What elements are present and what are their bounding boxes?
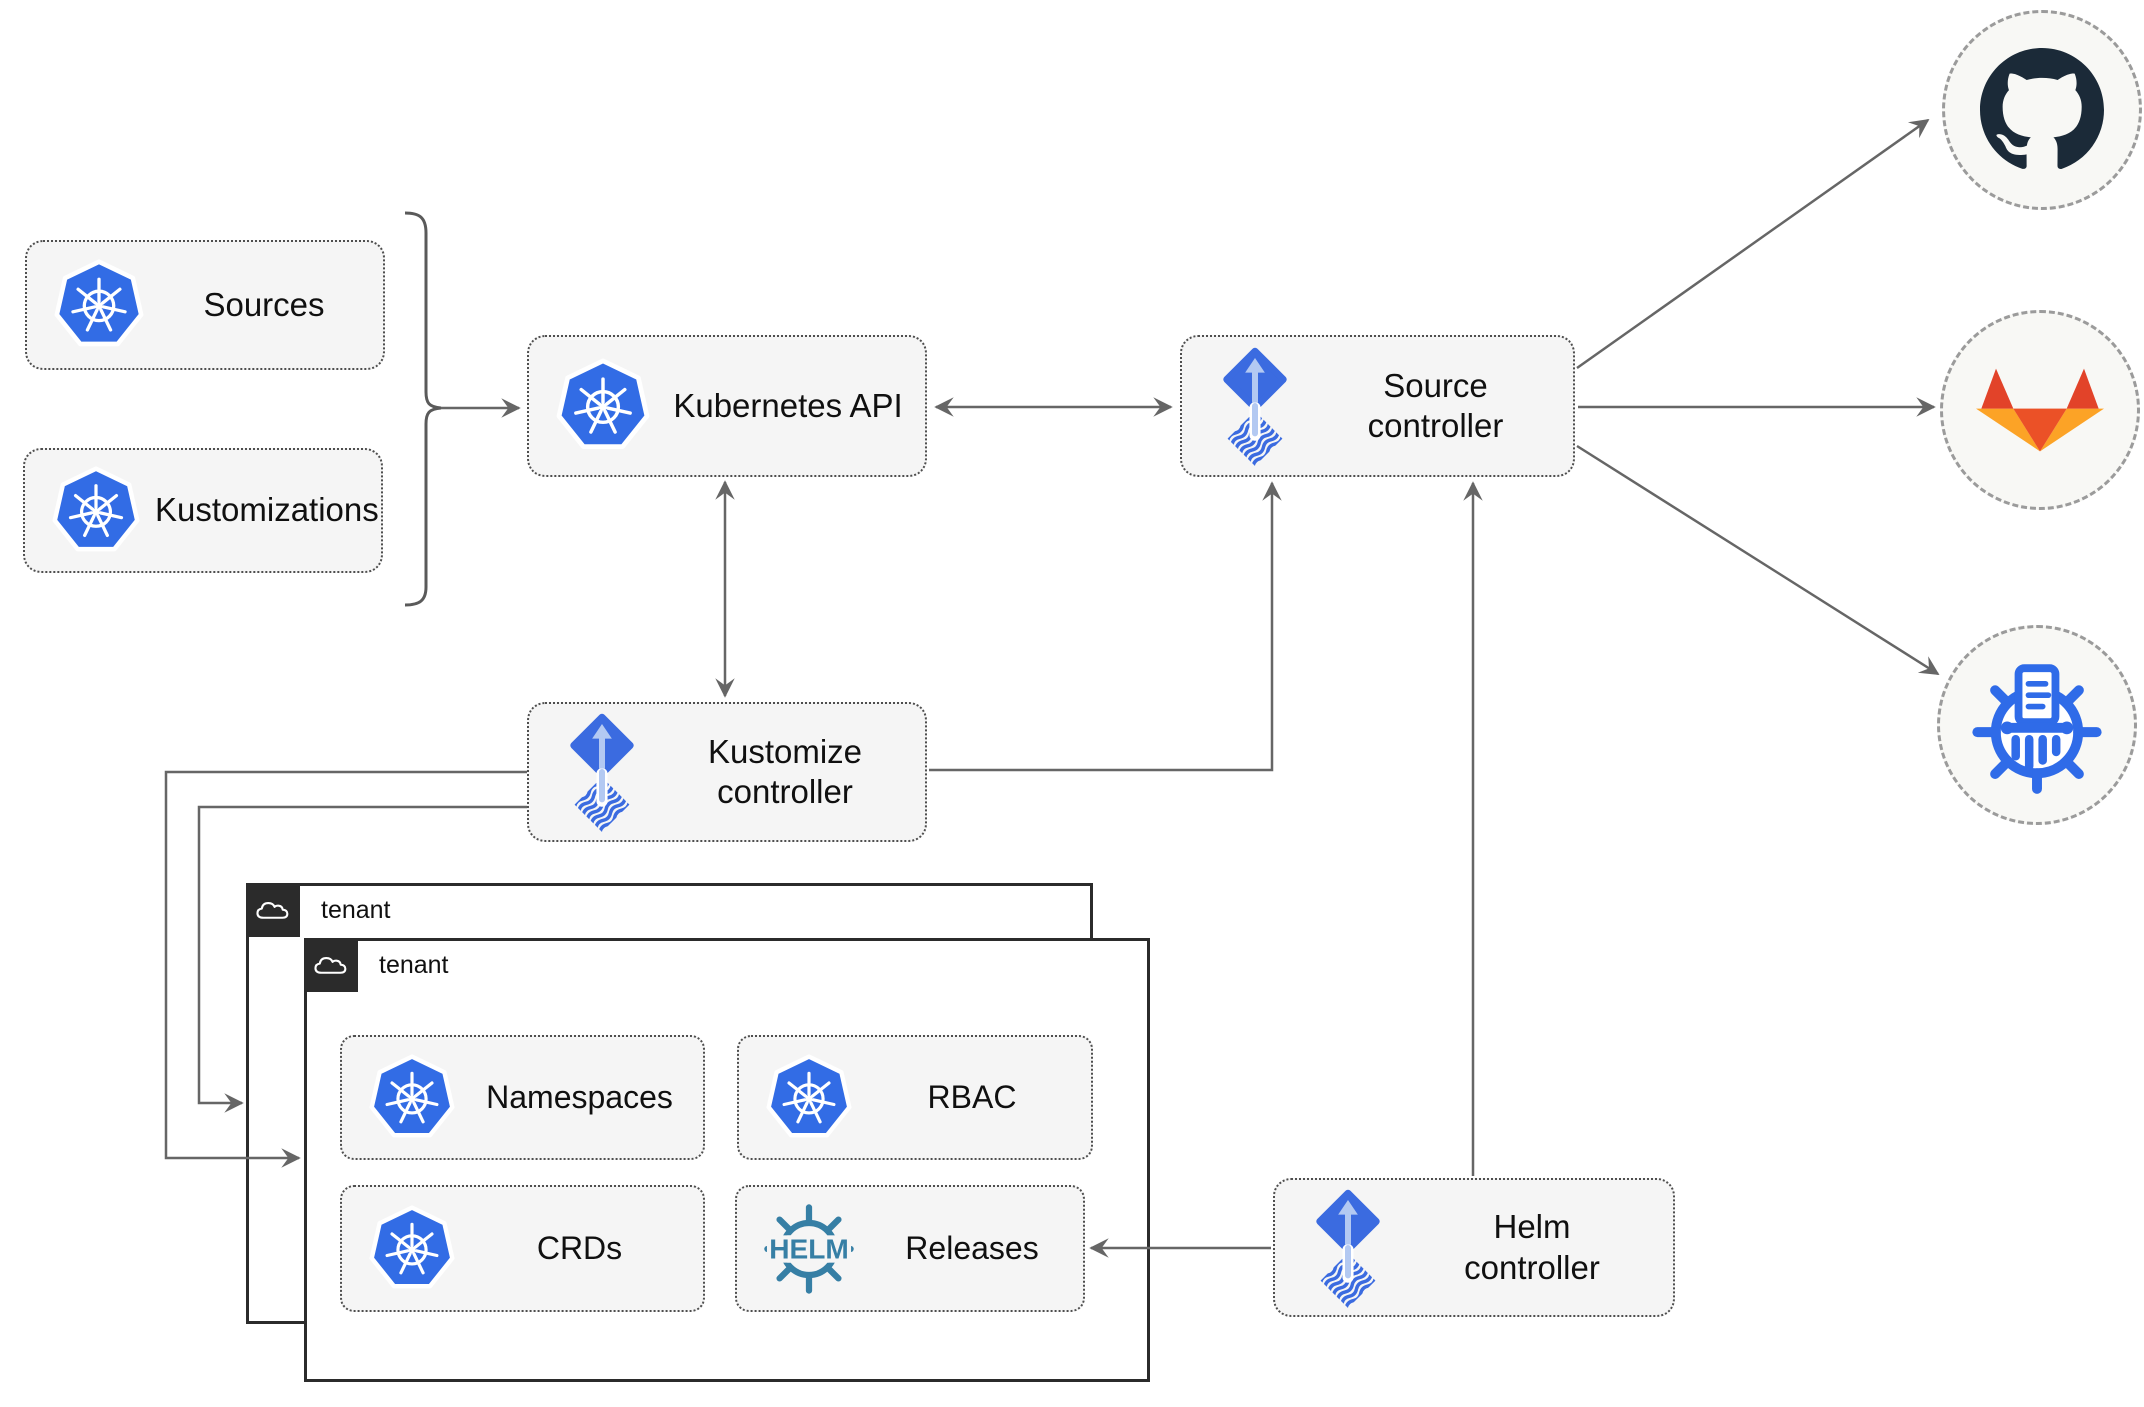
kustomize-manifests-icon [1966,654,2108,796]
endpoint-github [1942,10,2142,210]
node-label: Source controller [1367,366,1504,444]
flux-icon [559,712,645,832]
tenant-label: tenant [379,950,449,979]
node-namespaces: Namespaces [340,1035,705,1160]
cloud-icon [312,952,350,978]
arrow-source-to-github [1576,118,1930,370]
node-label: Kustomize controller [707,732,863,810]
tenant-label: tenant [321,895,391,924]
kubernetes-icon [368,1054,456,1142]
node-label: CRDs [536,1229,623,1266]
node-crds: CRDs [340,1185,705,1312]
flux-icon [1212,346,1298,466]
github-icon [1980,48,2104,172]
node-label: Helm controller [1464,1208,1600,1286]
tenant-header [304,938,358,992]
helm-icon: HELM [757,1197,861,1301]
kubernetes-icon [368,1205,456,1293]
node-rbac: RBAC [737,1035,1093,1160]
endpoint-manifest-registry [1937,625,2137,825]
node-sources: Sources [25,240,385,370]
tenant-header [246,883,300,937]
node-source-controller: Source controller [1180,335,1575,477]
node-label: Sources [203,285,325,323]
node-label: Kustomizations [155,491,379,529]
kubernetes-icon [555,358,651,454]
helm-wordmark: HELM [769,1233,849,1264]
arrow-source-to-registry [1576,444,1940,676]
endpoint-gitlab [1940,310,2140,510]
node-label: Releases [905,1229,1039,1266]
node-kubernetes-api: Kubernetes API [527,335,927,477]
node-label: RBAC [927,1078,1017,1115]
node-label: Namespaces [486,1078,673,1115]
brace-sources-kustomizations [404,211,442,607]
node-label: Kubernetes API [673,386,903,424]
gitlab-icon [1973,366,2107,454]
kubernetes-icon [53,259,145,351]
tenant-box-front: tenant [304,938,1150,1382]
kubernetes-icon [765,1054,853,1142]
arrow-kustomize-to-source [929,481,1282,772]
flux-icon [1305,1188,1391,1308]
node-kustomize-controller: Kustomize controller [527,702,927,842]
kubernetes-icon [51,466,141,556]
node-helm-controller: Helm controller [1273,1178,1675,1317]
node-kustomizations: Kustomizations [23,448,383,573]
cloud-icon [254,897,292,923]
node-releases: HELM Releases [735,1185,1085,1312]
